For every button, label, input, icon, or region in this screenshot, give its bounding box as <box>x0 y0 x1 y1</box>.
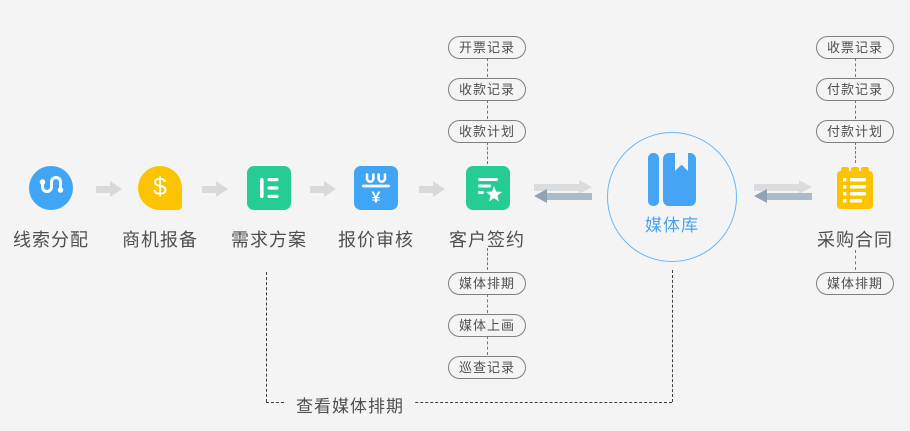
pill-media-display: 媒体上画 <box>447 314 527 337</box>
pill-collection-record: 收款记录 <box>447 78 527 101</box>
arrow-right-icon <box>96 181 123 198</box>
double-arrow-icon <box>534 180 592 203</box>
arrow-right-icon <box>310 181 337 198</box>
arrow-head <box>324 181 336 197</box>
dashed-connector <box>487 58 488 77</box>
dashed-route-horizontal <box>266 402 672 403</box>
pill-invoice-record: 开票记录 <box>447 36 527 59</box>
clipboard-list-icon <box>833 166 877 210</box>
media-library-label: 媒体库 <box>645 216 699 235</box>
dashed-route-vertical <box>266 272 267 402</box>
arrow-head <box>110 181 122 197</box>
step-label-customer-sign: 客户签约 <box>449 230 525 250</box>
calendar-yen-icon: ¥ <box>354 166 398 210</box>
dashed-connector <box>855 100 856 119</box>
media-library-node <box>607 132 737 262</box>
arrow-head <box>534 189 547 203</box>
double-arrow-icon <box>754 180 812 203</box>
list-icon <box>247 166 291 210</box>
pill-media-schedule: 媒体排期 <box>815 272 895 295</box>
book-icon <box>647 152 697 208</box>
dashed-connector <box>487 336 488 355</box>
arrow-head <box>216 181 228 197</box>
arrow-body <box>767 193 812 200</box>
pill-bill-receive-record: 收票记录 <box>815 36 895 59</box>
dashed-connector <box>855 142 856 163</box>
dashed-connector <box>855 58 856 77</box>
dashed-route-vertical <box>672 270 673 402</box>
step-label-purchase: 采购合同 <box>817 230 893 250</box>
arrow-body <box>202 186 216 193</box>
arrow-right-icon <box>202 181 229 198</box>
arrow-head <box>579 180 592 194</box>
pill-inspection-record: 巡查记录 <box>447 356 527 379</box>
arrow-body <box>310 186 324 193</box>
dashed-connector <box>487 142 488 164</box>
arrow-body <box>419 186 433 193</box>
arrow-head <box>754 189 767 203</box>
dollar-icon: $ <box>138 166 182 210</box>
arrow-head <box>433 181 445 197</box>
dashed-connector <box>487 294 488 313</box>
step-label-lead-assign: 线索分配 <box>13 230 89 250</box>
pill-payment-plan: 付款计划 <box>815 120 895 143</box>
pill-media-schedule: 媒体排期 <box>447 272 527 295</box>
arrow-body <box>754 184 799 191</box>
yen-glyph: ¥ <box>372 190 381 207</box>
step-label-opportunity: 商机报备 <box>122 230 198 250</box>
dashed-connector <box>487 248 488 270</box>
arrow-body <box>96 186 110 193</box>
pill-collection-plan: 收款计划 <box>447 120 527 143</box>
arrow-right-icon <box>419 181 446 198</box>
dashed-route-label: 查看媒体排期 <box>286 392 414 417</box>
step-label-requirement: 需求方案 <box>231 230 307 250</box>
dashed-connector <box>855 250 856 270</box>
dashed-connector <box>487 100 488 119</box>
pill-payment-record: 付款记录 <box>815 78 895 101</box>
arrow-head <box>799 180 812 194</box>
step-label-quote-review: 报价审核 <box>338 230 414 250</box>
contract-star-icon <box>466 166 510 210</box>
dollar-glyph: $ <box>153 172 167 201</box>
arrow-body <box>534 184 579 191</box>
route-icon <box>29 166 73 210</box>
arrow-body <box>547 193 592 200</box>
